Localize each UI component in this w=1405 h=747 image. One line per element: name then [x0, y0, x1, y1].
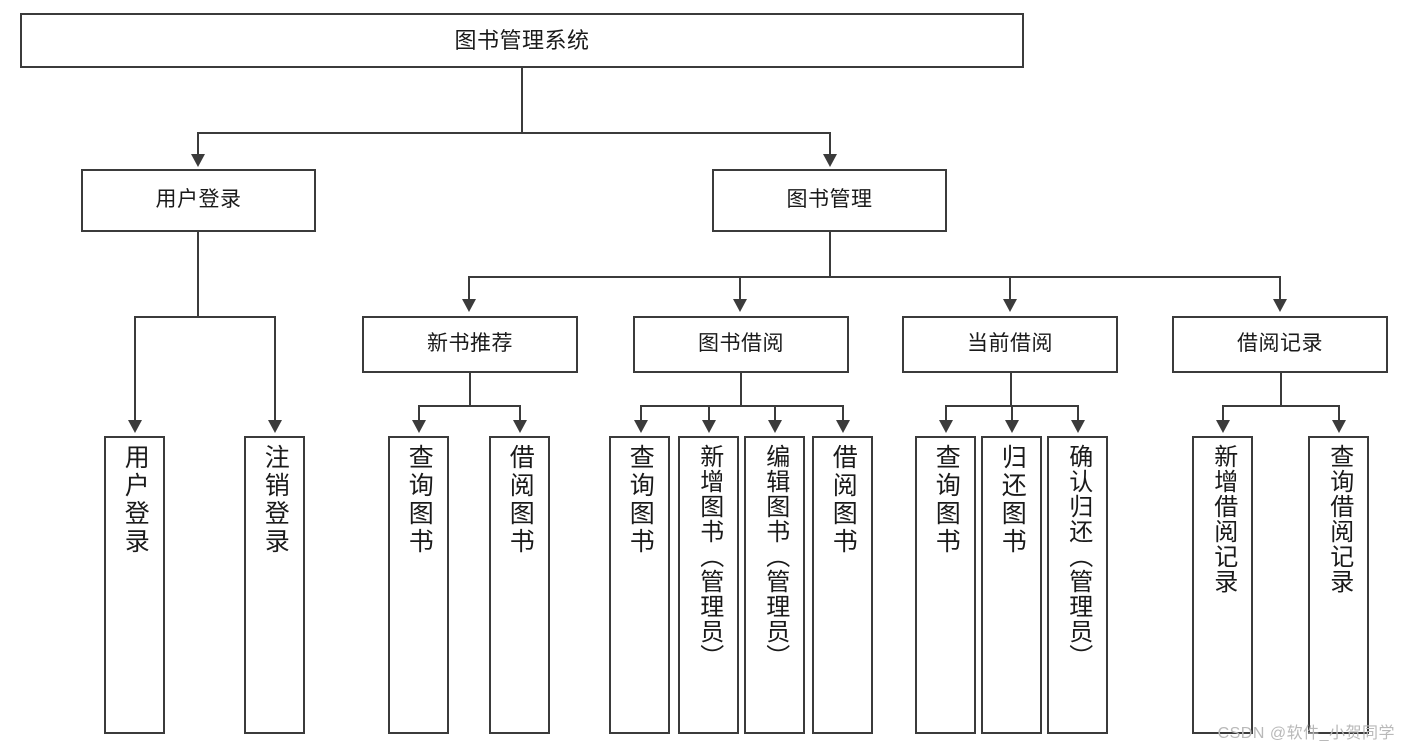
node-label: 归还图书 [998, 444, 1027, 556]
connector-borrow-record-to-leaf-2 [1338, 405, 1340, 421]
arrowhead-user-login-to-leaf-2 [268, 420, 282, 433]
arrowhead-new-book-to-leaf-1 [412, 420, 426, 433]
connector-book-manage-stem [829, 232, 831, 277]
connector-book-borrow-to-leaf-3 [774, 405, 776, 421]
leaf-book-borrow-query-book[interactable]: 查询图书 [609, 436, 670, 734]
arrowhead-root-to-book-manage [823, 154, 837, 167]
leaf-book-borrow-add-book-admin[interactable]: 新增图书（管理员） [678, 436, 739, 734]
connector-book-borrow-bus [640, 405, 843, 407]
node-label: 用户登录 [155, 188, 242, 212]
leaf-current-borrow-confirm-return-admin[interactable]: 确认归还（管理员） [1047, 436, 1108, 734]
arrowhead-root-to-user-login [191, 154, 205, 167]
node-label: 借阅记录 [1237, 332, 1323, 356]
connector-book-manage-to-borrow-record [1279, 276, 1281, 300]
leaf-book-borrow-borrow-book[interactable]: 借阅图书 [812, 436, 873, 734]
connector-root-bus [197, 132, 831, 134]
arrowhead-current-borrow-to-leaf-3 [1071, 420, 1085, 433]
arrowhead-book-borrow-to-leaf-1 [634, 420, 648, 433]
connector-user-login-to-leaf-1 [134, 316, 136, 421]
connector-borrow-record-to-leaf-1 [1222, 405, 1224, 421]
node-label: 查询图书 [405, 444, 434, 556]
connector-user-login-bus [134, 316, 275, 318]
node-label: 新增图书（管理员） [695, 444, 723, 669]
node-label: 当前借阅 [967, 332, 1053, 356]
leaf-user-login-logout[interactable]: 注销登录 [244, 436, 305, 734]
connector-book-borrow-to-leaf-2 [708, 405, 710, 421]
node-label: 查询图书 [932, 444, 961, 556]
node-label: 确认归还（管理员） [1064, 444, 1092, 669]
arrowhead-book-borrow-to-leaf-2 [702, 420, 716, 433]
connector-current-borrow-to-leaf-3 [1077, 405, 1079, 421]
node-current-borrow[interactable]: 当前借阅 [902, 316, 1118, 373]
node-label: 图书管理 [786, 188, 873, 212]
arrowhead-borrow-record-to-leaf-2 [1332, 420, 1346, 433]
connector-borrow-record-stem [1280, 373, 1282, 406]
connector-root-stem [521, 68, 523, 133]
connector-new-book-to-leaf-1 [418, 405, 420, 421]
node-book-borrow[interactable]: 图书借阅 [633, 316, 849, 373]
connector-book-manage-bus [468, 276, 1280, 278]
leaf-borrow-record-add-record[interactable]: 新增借阅记录 [1192, 436, 1253, 734]
arrowhead-book-manage-to-book-borrow [733, 299, 747, 312]
connector-new-book-stem [469, 373, 471, 406]
connector-book-borrow-stem [740, 373, 742, 406]
node-label: 借阅图书 [829, 444, 858, 556]
node-label: 借阅图书 [506, 444, 535, 556]
connector-root-to-user-login [197, 132, 199, 156]
watermark-text: CSDN @软件_小贺同学 [1217, 725, 1395, 742]
node-book-management[interactable]: 图书管理 [712, 169, 947, 232]
connector-root-to-book-manage [829, 132, 831, 156]
node-label: 图书借阅 [698, 332, 784, 356]
connector-book-borrow-to-leaf-1 [640, 405, 642, 421]
node-root-system[interactable]: 图书管理系统 [20, 13, 1024, 68]
leaf-new-book-borrow-book[interactable]: 借阅图书 [489, 436, 550, 734]
leaf-user-login-login[interactable]: 用户登录 [104, 436, 165, 734]
arrowhead-book-manage-to-current-borrow [1003, 299, 1017, 312]
node-label: 新增借阅记录 [1209, 444, 1237, 594]
node-borrow-record[interactable]: 借阅记录 [1172, 316, 1388, 373]
node-label: 新书推荐 [427, 332, 513, 356]
arrowhead-user-login-to-leaf-1 [128, 420, 142, 433]
arrowhead-book-borrow-to-leaf-4 [836, 420, 850, 433]
connector-user-login-stem [197, 232, 199, 317]
arrowhead-borrow-record-to-leaf-1 [1216, 420, 1230, 433]
arrowhead-book-manage-to-borrow-record [1273, 299, 1287, 312]
node-new-book-recommend[interactable]: 新书推荐 [362, 316, 578, 373]
connector-book-manage-to-book-borrow [739, 276, 741, 300]
leaf-new-book-query-book[interactable]: 查询图书 [388, 436, 449, 734]
node-label: 图书管理系统 [454, 27, 590, 53]
leaf-book-borrow-edit-book-admin[interactable]: 编辑图书（管理员） [744, 436, 805, 734]
arrowhead-book-borrow-to-leaf-3 [768, 420, 782, 433]
connector-current-borrow-to-leaf-2 [1011, 405, 1013, 421]
connector-borrow-record-bus [1222, 405, 1339, 407]
leaf-current-borrow-query-book[interactable]: 查询图书 [915, 436, 976, 734]
node-label: 注销登录 [261, 444, 290, 556]
arrowhead-current-borrow-to-leaf-1 [939, 420, 953, 433]
connector-current-borrow-stem [1010, 373, 1012, 406]
node-user-login[interactable]: 用户登录 [81, 169, 316, 232]
arrowhead-book-manage-to-new-book [462, 299, 476, 312]
connector-book-manage-to-current-borrow [1009, 276, 1011, 300]
connector-user-login-to-leaf-2 [274, 316, 276, 421]
connector-new-book-bus [418, 405, 521, 407]
node-label: 查询借阅记录 [1325, 444, 1353, 594]
connector-book-manage-to-new-book [468, 276, 470, 300]
node-label: 查询图书 [626, 444, 655, 556]
arrowhead-current-borrow-to-leaf-2 [1005, 420, 1019, 433]
leaf-current-borrow-return-book[interactable]: 归还图书 [981, 436, 1042, 734]
connector-book-borrow-to-leaf-4 [842, 405, 844, 421]
leaf-borrow-record-query-record[interactable]: 查询借阅记录 [1308, 436, 1369, 734]
connector-new-book-to-leaf-2 [519, 405, 521, 421]
node-label: 用户登录 [121, 444, 150, 556]
node-label: 编辑图书（管理员） [761, 444, 789, 669]
connector-current-borrow-to-leaf-1 [945, 405, 947, 421]
arrowhead-new-book-to-leaf-2 [513, 420, 527, 433]
